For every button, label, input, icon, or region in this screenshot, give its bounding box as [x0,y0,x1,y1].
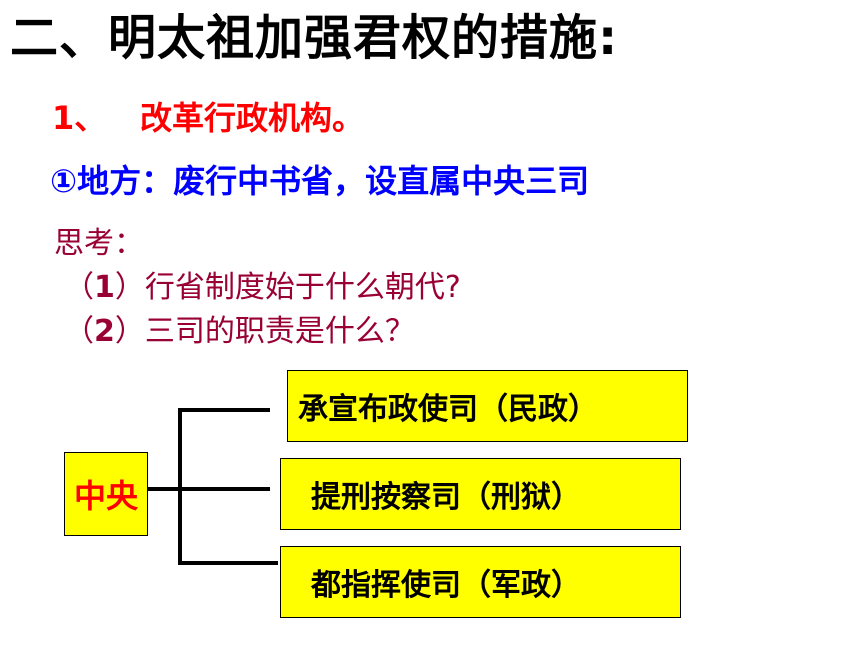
section-title: 改革行政机构。 [140,99,365,137]
branch-box-3: 都指挥使司（军政） [280,546,681,618]
section-heading: 1、改革行政机构。 [52,94,364,142]
connector-stub [148,487,180,491]
question-1-text: ）行省制度始于什么朝代? [114,270,461,305]
question-2: （2）三司的职责是什么？ [64,312,415,352]
question-2-text: ）三司的职责是什么？ [114,314,415,349]
question-2-number: 2 [94,314,115,349]
connector-vertical [178,408,182,565]
question-1: （1）行省制度始于什么朝代? [64,268,461,308]
connector-branch-3 [178,561,278,565]
think-label: 思考： [54,226,144,261]
question-1-number: 1 [94,270,115,305]
center-box: 中央 [64,452,148,536]
question-1-open: （ [64,270,94,305]
question-2-open: （ [64,314,94,349]
section-number: 1、 [52,99,107,137]
slide-title: 二、明太祖加强君权的措施: [10,10,619,66]
branch-box-1: 承宣布政使司（民政） [287,370,688,442]
connector-branch-2 [178,487,270,491]
local-point: ①地方：废行中书省，设直属中央三司 [50,162,590,200]
branch-box-2: 提刑按察司（刑狱） [280,458,681,530]
connector-branch-1 [178,408,270,412]
